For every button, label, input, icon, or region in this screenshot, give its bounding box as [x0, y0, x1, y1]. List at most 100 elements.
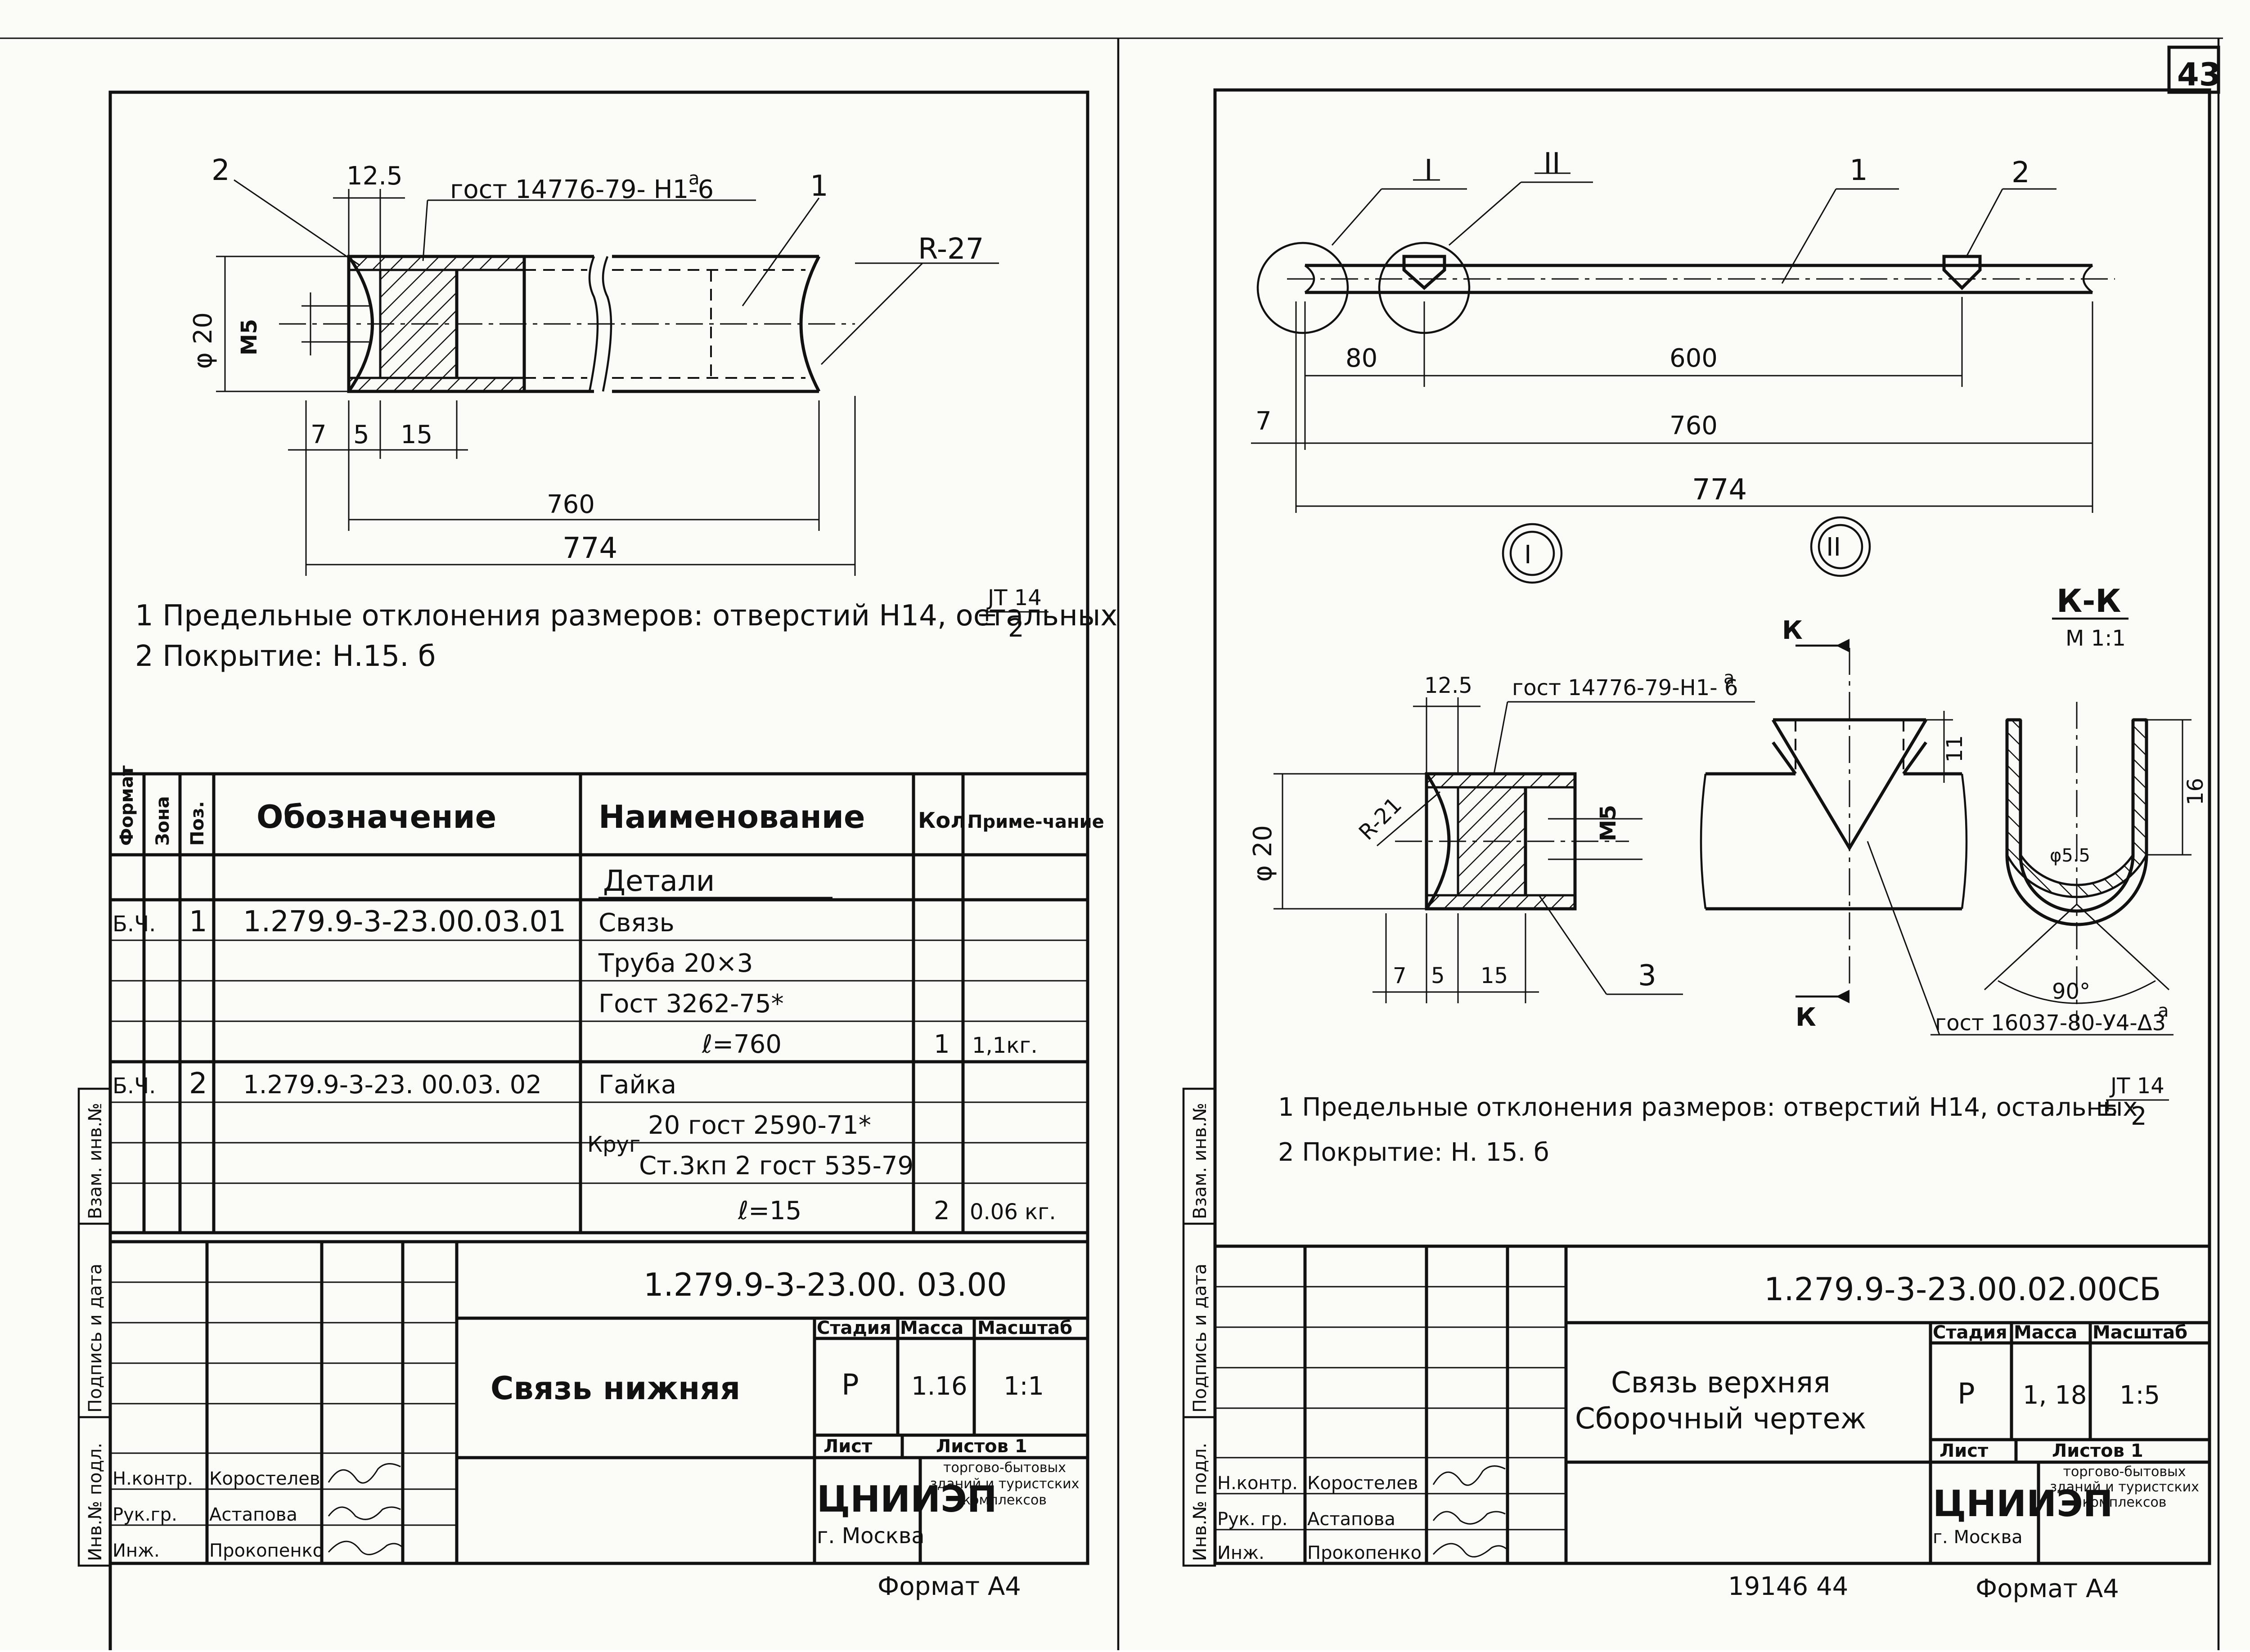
left-sheet-h: Лист	[824, 1436, 873, 1457]
right-side-stamp: Инв.№ подл. Подпись и дата Взам. инв.№	[1182, 1087, 1216, 1567]
right-section-cup: 16 φ5.5 90°	[1984, 702, 2208, 1026]
right-title-1: Связь верхняя	[1611, 1366, 1830, 1400]
left-label-2: 2	[212, 154, 230, 187]
right-label-II: II	[1544, 147, 1561, 180]
left-spec-table: Формат Зона Поз. Обозначение Наименовани…	[110, 765, 1104, 1235]
right-sheet: I II 1 2 80 600 7 760 774	[1182, 88, 2211, 1603]
left-signature-2	[328, 1506, 401, 1520]
left-dim-760: 760	[547, 490, 595, 519]
right-dim-80: 80	[1346, 344, 1377, 373]
right-role-1: Н.контр.	[1217, 1473, 1298, 1494]
right-signature-2	[1432, 1511, 1506, 1525]
left-stamp-inv: Инв.№ подл.	[85, 1443, 106, 1561]
left-dim-12-5: 12.5	[346, 162, 403, 191]
left-person-2: Астапова	[209, 1504, 297, 1525]
left-tol-num: JT 14	[986, 585, 1042, 611]
right-dim-5: 5	[1431, 963, 1445, 988]
right-stamp-replace: Взам. инв.№	[1190, 1103, 1210, 1219]
left-org-desc: торгово-бытовых зданий и туристских комп…	[930, 1460, 1080, 1508]
left-signature-1	[328, 1463, 401, 1484]
left-sheet: 2 1 гост 14776-79- Н1-6 а R-27 12.5 φ 20…	[77, 90, 1117, 1650]
right-dim-12-5: 12.5	[1424, 673, 1472, 698]
right-stage-h: Стадия	[1933, 1322, 2007, 1343]
left-side-stamp: Инв.№ подл. Подпись и дата Взам. инв.№	[77, 1087, 112, 1567]
right-sheets-h: Листов 1	[2052, 1441, 2143, 1461]
left-mass: 1.16	[911, 1372, 968, 1401]
right-format: Формат А4	[1976, 1574, 2119, 1603]
right-label-1: 1	[1850, 154, 1868, 187]
right-dim-phi20: φ 20	[1248, 825, 1278, 882]
left-title: Связь нижняя	[490, 1370, 740, 1407]
left-stamp-sign: Подпись и дата	[85, 1264, 106, 1413]
nut-marker-2	[1942, 255, 1982, 290]
spec-row4-name: ℓ=760	[702, 1030, 782, 1059]
right-note-2: 2 Покрытие: Н. 15. б	[1278, 1138, 1549, 1167]
spec-h-format: Формат	[117, 765, 137, 846]
left-stamp-replace: Взам. инв.№	[85, 1103, 106, 1219]
left-stage: Р	[842, 1369, 859, 1402]
right-label-I: I	[1424, 154, 1433, 187]
left-note-1: 1 Предельные отклонения размеров: отверс…	[135, 599, 1117, 633]
right-label-2: 2	[2012, 156, 2030, 189]
spec-row1-designation: 1.279.9-3-23.00.03.01	[243, 905, 566, 938]
right-detail-weld: 11 К К гост 16037-80-У4-Δ3 а	[1700, 616, 2174, 1036]
right-stage: Р	[1958, 1378, 1975, 1411]
right-stamp-inv: Инв.№ подл.	[1190, 1443, 1210, 1561]
right-person-3: Прокопенко	[1307, 1543, 1422, 1563]
page-number-box	[2167, 45, 2220, 94]
left-part-drawing: 2 1 гост 14776-79- Н1-6 а R-27 12.5 φ 20…	[189, 154, 999, 576]
spec-row2-name: Труба 20×3	[598, 949, 753, 978]
right-gost-thread: гост 14776-79-Н1- 6	[1512, 675, 1738, 700]
right-view-mark-I: I	[1524, 540, 1532, 570]
spec-section-details: Детали	[603, 865, 715, 898]
spec-row5-pos: 2	[189, 1067, 207, 1100]
right-role-2: Рук. гр.	[1217, 1509, 1288, 1530]
right-doc-number: 1.279.9-3-23.00.02.00СБ	[1764, 1271, 2161, 1308]
right-mass-h: Масса	[2014, 1322, 2077, 1343]
left-dim-15: 15	[400, 420, 432, 449]
right-dim-m5: М5	[1596, 805, 1621, 841]
left-role-3: Инж.	[112, 1540, 160, 1561]
left-dim-5: 5	[353, 420, 369, 449]
right-signature-3	[1432, 1543, 1508, 1558]
right-gost-weld: гост 16037-80-У4-Δ3	[1935, 1010, 2166, 1036]
spec-row8-qty: 2	[934, 1196, 950, 1226]
left-format: Формат А4	[878, 1572, 1021, 1601]
section-mark-top: К	[1782, 616, 1803, 645]
left-dim-m5: М5	[237, 319, 262, 355]
right-dim-angle: 90°	[2052, 979, 2090, 1004]
right-dim-16: 16	[2183, 778, 2208, 805]
spec-row4-qty: 1	[934, 1030, 950, 1059]
left-role-2: Рук.гр.	[112, 1504, 177, 1525]
right-org-desc: торгово-бытовых зданий и туристских комп…	[2050, 1464, 2199, 1510]
detail-circle-1	[1256, 242, 1349, 334]
right-view-mark-II: II	[1826, 533, 1841, 562]
spec-h-qty: Кол.	[918, 808, 975, 833]
left-org: ЦНИИЭП	[817, 1478, 997, 1520]
left-person-1: Коростелев	[209, 1468, 320, 1489]
spec-row5-format: Б.Ч.	[112, 1073, 156, 1099]
right-title-2: Сборочный чертеж	[1575, 1402, 1866, 1436]
right-stamp-sign: Подпись и дата	[1190, 1264, 1210, 1413]
left-signature-3	[328, 1540, 404, 1555]
left-dim-774: 774	[562, 532, 617, 565]
spec-row4-note: 1,1кг.	[972, 1033, 1038, 1058]
left-sheets-h: Листов 1	[936, 1436, 1027, 1457]
right-dim-7b: 7	[1393, 963, 1407, 988]
left-notes: 1 Предельные отклонения размеров: отверс…	[135, 585, 1117, 673]
spec-h-note: Приме-чание	[968, 812, 1104, 832]
spec-row1-format: Б.Ч.	[112, 911, 156, 937]
section-scale: М 1:1	[2066, 626, 2126, 651]
left-person-3: Прокопенко	[209, 1540, 324, 1561]
spec-row7-name: Ст.3кп 2 гост 535-79	[639, 1151, 914, 1181]
left-doc-number: 1.279.9-3-23.00. 03.00	[644, 1266, 1007, 1303]
right-tol-sign: ±	[2097, 1093, 2118, 1122]
spec-row8-note: 0.06 кг.	[970, 1199, 1056, 1225]
section-mark-bottom: К	[1796, 1003, 1816, 1032]
right-person-1: Коростелев	[1307, 1473, 1418, 1494]
right-mass: 1, 18	[2023, 1381, 2087, 1410]
right-detail-nut: 12.5 гост 14776-79-Н1- 6 а φ 20 R-21 М5 …	[1248, 668, 1755, 1003]
right-gost-thread-sup: а	[1724, 668, 1735, 688]
left-org-city: г. Москва	[817, 1523, 925, 1549]
